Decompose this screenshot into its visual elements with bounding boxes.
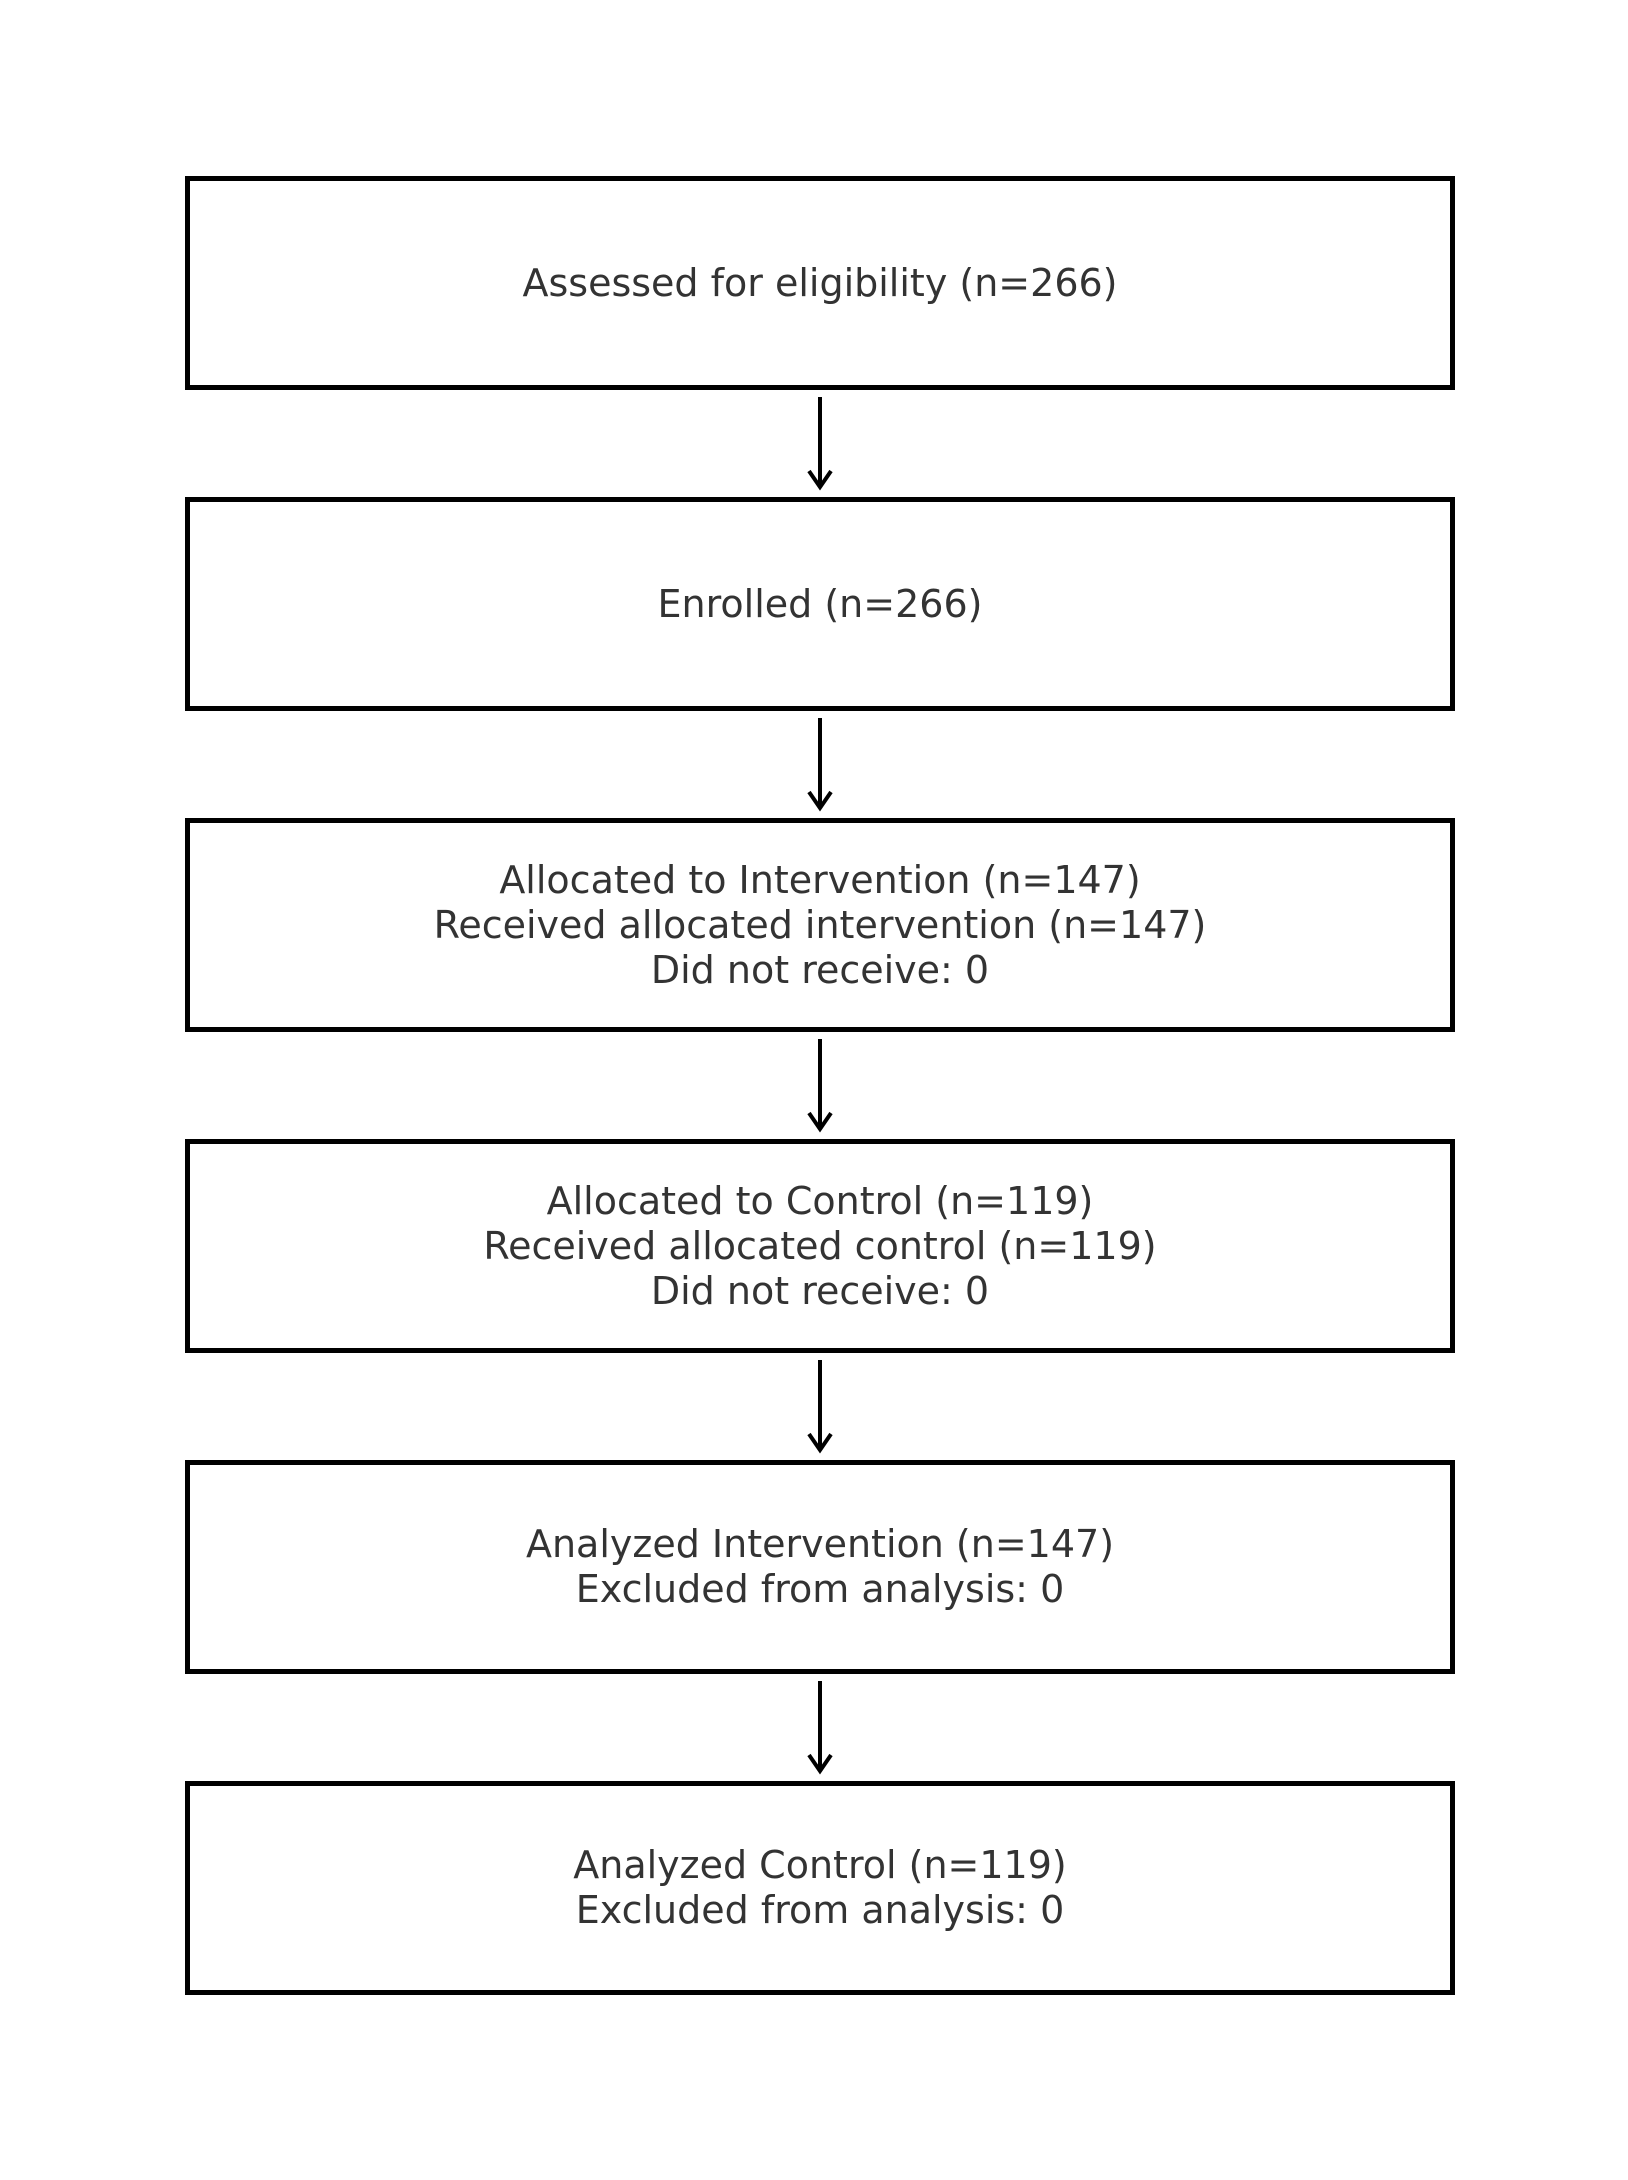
box-text-line: Excluded from analysis: 0 — [575, 1888, 1065, 1932]
box-text-line: Allocated to Intervention (n=147) — [499, 857, 1141, 902]
flow-box-enrolled: Enrolled (n=266) — [185, 497, 1455, 711]
down-arrow-icon — [807, 1039, 833, 1133]
flow-box-analyzed-control: Analyzed Control (n=119) Excluded from a… — [185, 1781, 1455, 1995]
box-text-line: Received allocated intervention (n=147) — [433, 902, 1207, 947]
flow-box-allocated-intervention: Allocated to Intervention (n=147) Receiv… — [185, 818, 1455, 1032]
box-text-line: Did not receive: 0 — [650, 1268, 990, 1313]
box-text-line: Analyzed Intervention (n=147) — [525, 1522, 1115, 1566]
box-text-line: Received allocated control (n=119) — [483, 1223, 1157, 1268]
box-text-line: Excluded from analysis: 0 — [575, 1567, 1065, 1611]
down-arrow-icon — [807, 397, 833, 491]
box-text-line: Analyzed Control (n=119) — [573, 1843, 1067, 1887]
down-arrow-icon — [807, 718, 833, 812]
flow-box-eligibility: Assessed for eligibility (n=266) — [185, 176, 1455, 390]
flow-box-allocated-control: Allocated to Control (n=119) Received al… — [185, 1139, 1455, 1353]
box-text-line: Did not receive: 0 — [650, 947, 990, 992]
down-arrow-icon — [807, 1360, 833, 1454]
box-text-line: Allocated to Control (n=119) — [546, 1178, 1094, 1223]
box-text-line: Enrolled (n=266) — [657, 581, 983, 626]
box-text-line: Assessed for eligibility (n=266) — [522, 260, 1118, 305]
down-arrow-icon — [807, 1681, 833, 1775]
flow-box-analyzed-intervention: Analyzed Intervention (n=147) Excluded f… — [185, 1460, 1455, 1674]
